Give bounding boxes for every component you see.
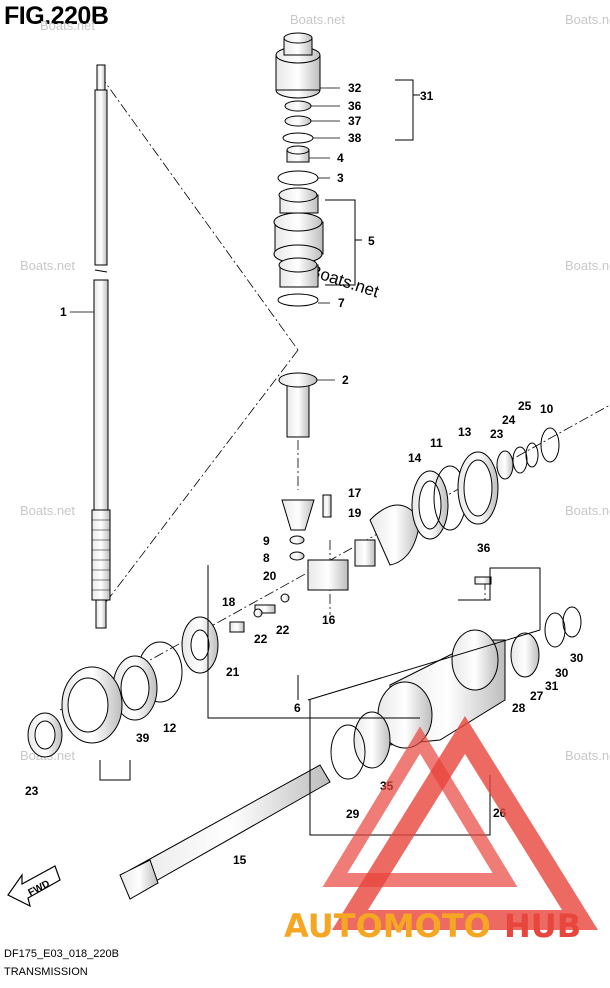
callout-28: 28 bbox=[512, 701, 526, 715]
callout-23: 23 bbox=[25, 784, 39, 798]
callout-17: 17 bbox=[348, 486, 362, 500]
leader-lines bbox=[70, 87, 340, 381]
callout-36: 37 bbox=[348, 114, 362, 128]
watermark: Boats.net bbox=[565, 503, 610, 518]
callout-11: 11 bbox=[430, 436, 443, 450]
callout-20: 20 bbox=[263, 569, 277, 583]
watermarks: Boats.net Boats.net Boats.net Boats.net … bbox=[20, 12, 610, 763]
prop-shaft-housing-part-27 bbox=[330, 606, 582, 780]
callout-12: 12 bbox=[163, 721, 177, 735]
watermark: Boats.net bbox=[565, 258, 610, 273]
thrust-washer-stack bbox=[411, 427, 560, 540]
callout-5: 5 bbox=[368, 234, 375, 248]
callout-19: 19 bbox=[348, 506, 362, 520]
watermark: Boats.net bbox=[565, 12, 610, 27]
figure-name: TRANSMISSION bbox=[4, 966, 88, 978]
bearing-set-left bbox=[27, 641, 183, 758]
callout-2: 2 bbox=[342, 373, 349, 387]
group-brackets bbox=[99, 79, 541, 836]
automotohub-logo: AUTOMOTO HUB bbox=[284, 716, 598, 945]
callout-4: 4 bbox=[337, 151, 344, 165]
callout-22: 22 bbox=[254, 632, 268, 646]
watermark: Boats.net bbox=[565, 748, 610, 763]
sleeve-part-2 bbox=[278, 372, 318, 438]
callout-34: 31 bbox=[420, 89, 434, 103]
watermark: Boats.net bbox=[20, 258, 75, 273]
callout-6: 6 bbox=[294, 701, 301, 715]
callout-36: 36 bbox=[348, 99, 362, 113]
callout-28: 27 bbox=[530, 689, 544, 703]
callout-24: 23 bbox=[490, 427, 504, 441]
callout-labels: 32 31 36 37 38 4 3 5 7 2 1 10 25 24 23 1… bbox=[25, 81, 584, 867]
callout-31: 31 bbox=[545, 679, 559, 693]
callout-39: 39 bbox=[136, 731, 150, 745]
callout-15: 15 bbox=[233, 853, 247, 867]
callout-35: 32 bbox=[348, 81, 362, 95]
figure-code: DF175_E03_018_220B bbox=[4, 948, 119, 960]
callout-18: 18 bbox=[222, 595, 236, 609]
callout-30: 30 bbox=[555, 666, 569, 680]
callout-1: 1 bbox=[60, 305, 67, 319]
callout-16: 16 bbox=[322, 613, 336, 627]
callout-7: 7 bbox=[338, 296, 345, 310]
callout-29: 29 bbox=[346, 807, 360, 821]
callout-22: 22 bbox=[276, 623, 290, 637]
pinion-and-clutch-parts bbox=[229, 494, 421, 633]
callout-3: 3 bbox=[337, 171, 344, 185]
callout-8: 8 bbox=[263, 551, 270, 565]
logo-text-auto: AUTOMOTO bbox=[284, 907, 491, 945]
fwd-arrow-icon: FWD bbox=[7, 865, 61, 908]
logo-text-hub: HUB bbox=[504, 907, 581, 945]
watermark: Boats.net bbox=[290, 12, 345, 27]
callout-37: 38 bbox=[348, 131, 362, 145]
watermark: Boats.net bbox=[20, 503, 75, 518]
bolt-part-33 bbox=[474, 576, 492, 585]
upper-bearing-stack bbox=[273, 32, 324, 307]
callout-10: 10 bbox=[540, 402, 554, 416]
figure-title: FIG.220B bbox=[4, 2, 109, 30]
drive-shaft-part-1 bbox=[91, 64, 111, 629]
callout-25: 24 bbox=[502, 413, 516, 427]
callout-14: 14 bbox=[408, 451, 422, 465]
callout-33: 36 bbox=[477, 541, 491, 555]
callout-13: 13 bbox=[458, 425, 472, 439]
watermark: Boats.net bbox=[40, 18, 95, 33]
callout-21: 21 bbox=[226, 665, 240, 679]
forward-gear-part-21 bbox=[181, 616, 219, 674]
callout-9: 9 bbox=[263, 534, 270, 548]
callout-30: 30 bbox=[570, 651, 584, 665]
propeller-shaft-part-15 bbox=[119, 764, 331, 900]
callout-26: 25 bbox=[518, 399, 532, 413]
